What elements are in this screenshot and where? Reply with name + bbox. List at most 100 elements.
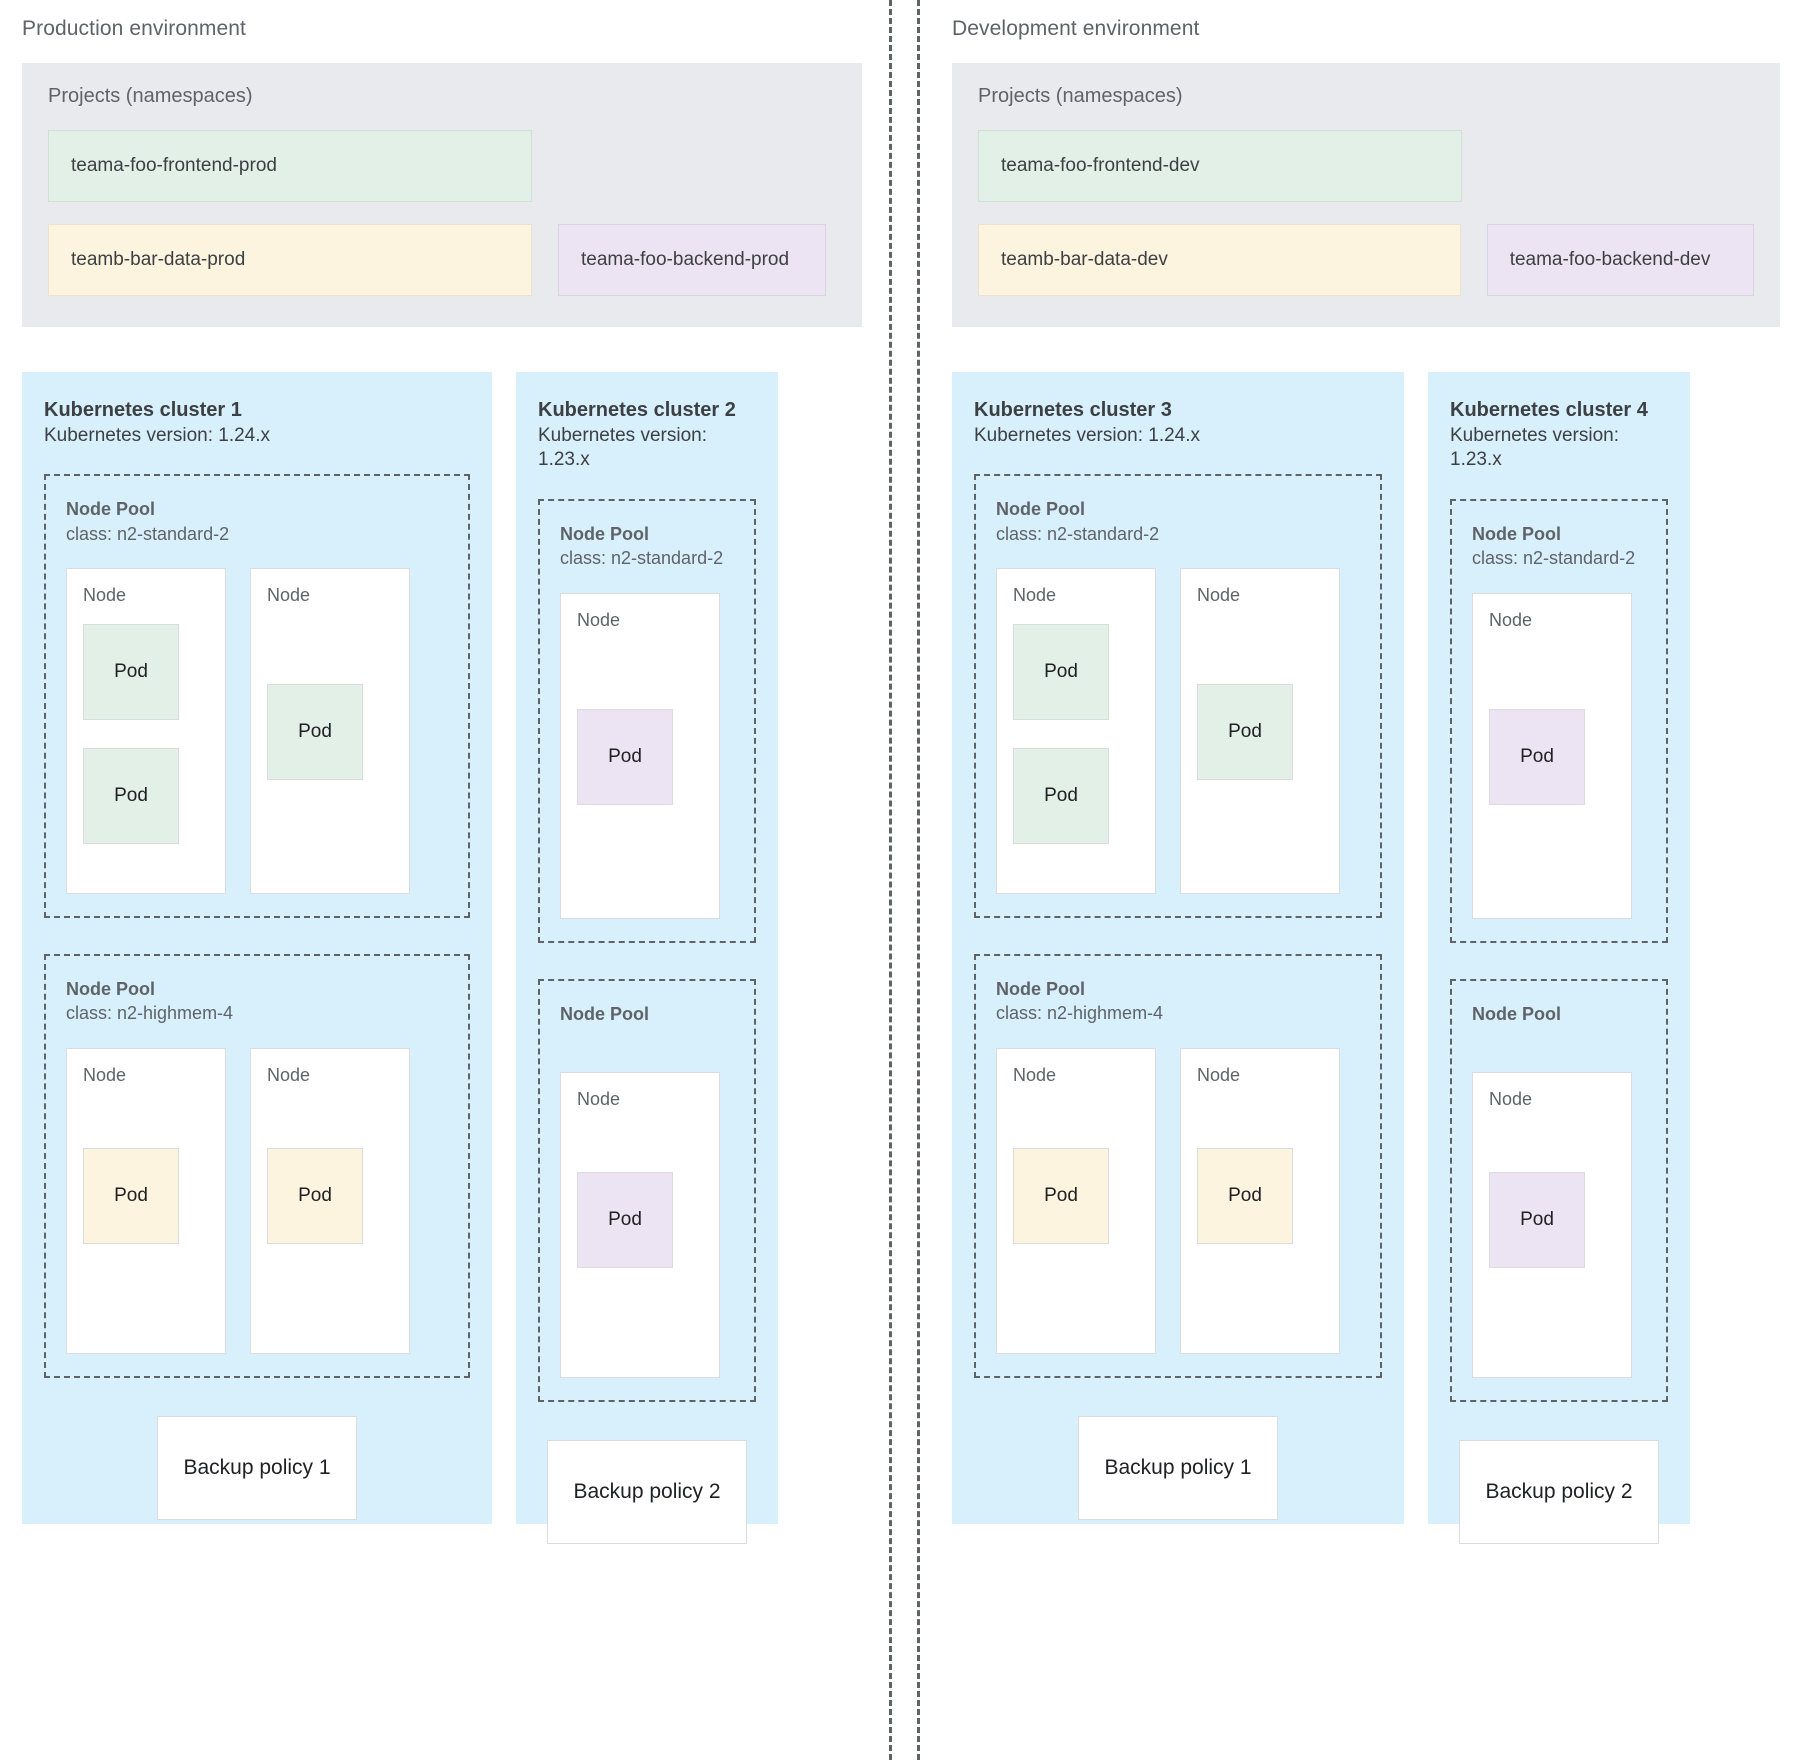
node-pool-class: class: n2-highmem-4 [66,1003,234,1024]
cluster-name: Kubernetes cluster 4 [1450,399,1648,421]
namespaces-panel-development: Projects (namespaces) teama-foo-frontend-… [952,63,1780,327]
pod[interactable]: Pod [267,1147,363,1244]
node-label: Node [1013,1064,1057,1085]
pod[interactable]: Pod [577,1172,673,1269]
pod[interactable]: Pod [1013,747,1109,844]
node-label: Node [577,609,621,630]
backup-policy[interactable]: Backup policy 1 [1078,1415,1278,1520]
backup-policy[interactable]: Backup policy 1 [157,1415,357,1520]
namespace-box[interactable]: teama-foo-backend-dev [1486,224,1754,296]
node-label: Node [1197,1064,1241,1085]
pod-list: Pod [83,1104,225,1244]
cluster-version: Kubernetes version: 1.23.x [1450,424,1619,471]
pod[interactable]: Pod [1197,1147,1293,1244]
node-label: Node [267,584,311,605]
node-label: Node [83,1064,127,1085]
node-label: Node [1489,609,1533,630]
cluster-name: Kubernetes cluster 2 [538,399,736,421]
cluster-kubernetes-cluster-4[interactable]: Kubernetes cluster 4 Kubernetes version: … [1428,372,1690,1545]
namespace-row: teama-foo-frontend-dev [978,130,1754,202]
node-pool-title: Node Pool [66,978,155,999]
pod[interactable]: Pod [83,747,179,844]
environment-divider-line-left [889,0,892,1760]
pod[interactable]: Pod [1013,1147,1109,1244]
pod-list: Pod [577,1128,719,1269]
pod[interactable]: Pod [1013,623,1109,720]
pod[interactable]: Pod [83,623,179,720]
backup-policy[interactable]: Backup policy 2 [1459,1440,1659,1545]
node-label: Node [267,1064,311,1085]
pod-list: Pod [267,624,409,780]
namespaces-panel-title: Projects (namespaces) [978,85,1183,107]
namespace-box[interactable]: teama-foo-backend-prod [558,224,826,296]
namespace-box[interactable]: teamb-bar-data-dev [978,224,1461,296]
pod-list: Pod [1013,1104,1155,1244]
node-pool-class: class: n2-standard-2 [1472,548,1636,569]
namespace-box[interactable]: teama-foo-frontend-prod [48,130,532,202]
node-pool-title: Node Pool [560,523,649,544]
pod[interactable]: Pod [1489,1172,1585,1269]
namespace-row: teamb-bar-data-prod teama-foo-backend-pro… [48,224,836,296]
node-label: Node [1489,1089,1533,1110]
cluster-version: Kubernetes version: 1.24.x [974,424,1201,446]
node-pool-title: Node Pool [1472,1003,1561,1024]
pod-list: Pod [577,649,719,805]
pod-list: Pod [267,1104,409,1244]
pod-list: Pod [1489,1128,1631,1269]
pod[interactable]: Pod [267,683,363,780]
node-pool-title: Node Pool [1472,523,1561,544]
node-pool-title: Node Pool [66,499,155,520]
namespace-box[interactable]: teamb-bar-data-prod [48,224,532,296]
node-label: Node [83,584,127,605]
pod[interactable]: Pod [577,708,673,805]
namespace-row: teama-foo-frontend-prod [48,130,836,202]
cluster-kubernetes-cluster-1[interactable]: Kubernetes cluster 1 Kubernetes version: … [22,372,492,1524]
cluster-name: Kubernetes cluster 1 [44,399,242,421]
node-pool-class: class: n2-standard-2 [66,523,230,544]
pod[interactable]: Pod [1489,708,1585,805]
node-pool-title: Node Pool [996,499,1085,520]
namespaces-panel-title: Projects (namespaces) [48,85,253,107]
pod[interactable]: Pod [1197,683,1293,780]
node-pool-class: class: n2-standard-2 [560,548,724,569]
environment-divider-line-right [917,0,920,1760]
backup-policy[interactable]: Backup policy 2 [547,1440,747,1545]
namespace-box[interactable]: teama-foo-frontend-dev [978,130,1462,202]
cluster-version: Kubernetes version: 1.24.x [44,424,271,446]
pod[interactable]: Pod [83,1147,179,1244]
